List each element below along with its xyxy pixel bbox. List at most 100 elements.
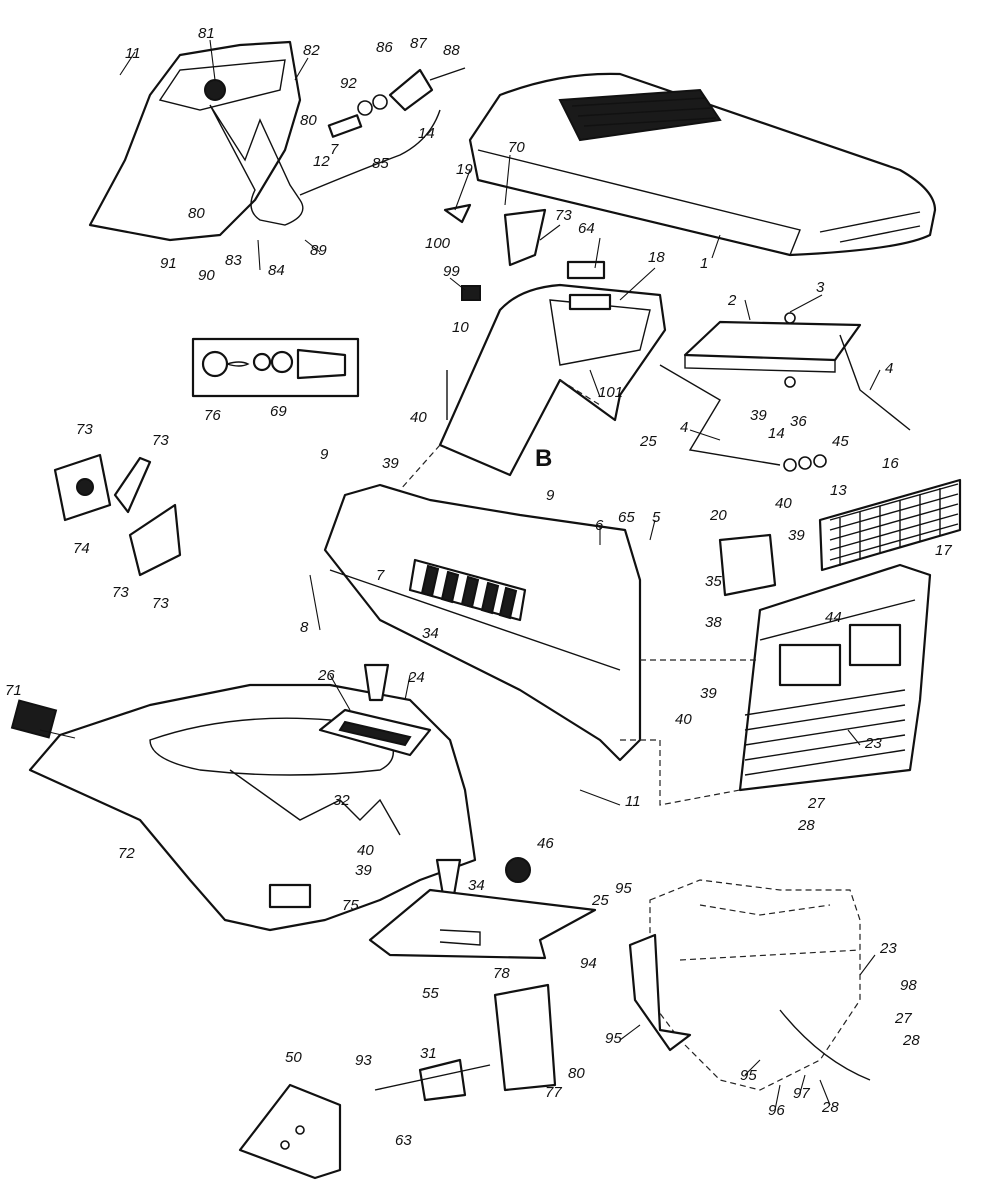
callout-28: 28 [797,817,815,834]
callout-74: 74 [73,540,90,557]
hood-part [468,72,937,257]
callout-63: 63 [395,1132,412,1149]
callout-92: 92 [340,75,357,92]
callout-40: 40 [675,711,692,728]
callout-27: 27 [894,1010,912,1027]
callout-4: 4 [885,360,893,377]
side-plate [238,1083,342,1180]
engine-outline [628,879,871,1091]
rear-fender [28,683,477,932]
callout-91: 91 [160,255,177,272]
callout-45: 45 [832,433,849,450]
callout-32: 32 [333,792,350,809]
callout-65: 65 [618,509,635,526]
callout-28: 28 [821,1099,839,1116]
linkage-parts [327,67,466,138]
grille-screen [818,478,962,572]
callout-83: 83 [225,252,242,269]
callout-88: 88 [443,42,460,59]
callout-39: 39 [382,455,399,472]
switch-assembly [53,453,182,577]
callout-99: 99 [443,263,460,280]
callout-44: 44 [825,609,842,626]
callout-19: 19 [456,161,473,178]
callout-39: 39 [750,407,767,424]
callout-80: 80 [188,205,205,222]
callout-95: 95 [605,1030,622,1047]
callout-73: 73 [555,207,572,224]
callout-35: 35 [705,573,722,590]
shift-plate [318,708,432,757]
callout-1: 1 [700,255,708,272]
callout-90: 90 [198,267,215,284]
callout-84: 84 [268,262,285,279]
callout-25: 25 [591,892,609,909]
callout-12: 12 [313,153,330,170]
callout-70: 70 [508,139,525,156]
callout-100: 100 [425,235,451,252]
callout-10: 10 [452,319,469,336]
callout-82: 82 [303,42,320,59]
callout-2: 2 [727,292,737,309]
control-housing [88,40,441,242]
callout-73: 73 [112,584,129,601]
callout-71: 71 [5,682,22,699]
callout-24: 24 [407,669,425,686]
callout-34: 34 [422,625,439,642]
callout-39: 39 [355,862,372,879]
callout-8: 8 [300,619,309,636]
callout-69: 69 [270,403,287,420]
callout-labels: 1 2 3 4 4 5 6 7 7 8 9 9 10 11 11 12 13 1… [5,25,952,1149]
callout-85: 85 [372,155,389,172]
callout-40: 40 [357,842,374,859]
callout-101: 101 [598,384,623,401]
callout-14: 14 [768,425,785,442]
callout-20: 20 [709,507,727,524]
front-grille [738,563,932,792]
callout-7: 7 [376,567,385,584]
callout-25: 25 [639,433,657,450]
callout-97: 97 [793,1085,810,1102]
callout-73: 73 [76,421,93,438]
callout-93: 93 [355,1052,372,1069]
callout-64: 64 [578,220,595,237]
key-switch-inset [191,337,360,398]
callout-16: 16 [882,455,899,472]
callout-55: 55 [422,985,439,1002]
callout-13: 13 [830,482,847,499]
callout-50: 50 [285,1049,302,1066]
callout-38: 38 [705,614,722,631]
callout-73: 73 [152,595,169,612]
callout-39: 39 [788,527,805,544]
callout-98: 98 [900,977,917,994]
callout-95: 95 [740,1067,757,1084]
panel-louvers [408,558,527,622]
callout-78: 78 [493,965,510,982]
callout-40: 40 [410,409,427,426]
callout-76: 76 [204,407,221,424]
callout-7: 7 [330,141,339,158]
callout-95: 95 [615,880,632,897]
callout-18: 18 [648,249,665,266]
callout-23: 23 [879,940,897,957]
leader-lines [119,39,881,1111]
callout-73: 73 [152,432,169,449]
callout-9: 9 [320,446,329,463]
callout-26: 26 [317,667,335,684]
callout-14: 14 [418,125,435,142]
callout-86: 86 [376,39,393,56]
callout-27: 27 [807,795,825,812]
hood-hinge-rods [659,334,911,466]
callout-72: 72 [118,845,135,862]
callout-11: 11 [625,793,641,810]
foot-plate [368,888,597,960]
callout-39: 39 [700,685,717,702]
callout-96: 96 [768,1102,785,1119]
callout-3: 3 [816,279,825,296]
pedal-bracket [374,983,557,1102]
callout-94: 94 [580,955,597,972]
callout-40: 40 [775,495,792,512]
callout-80: 80 [300,112,317,129]
